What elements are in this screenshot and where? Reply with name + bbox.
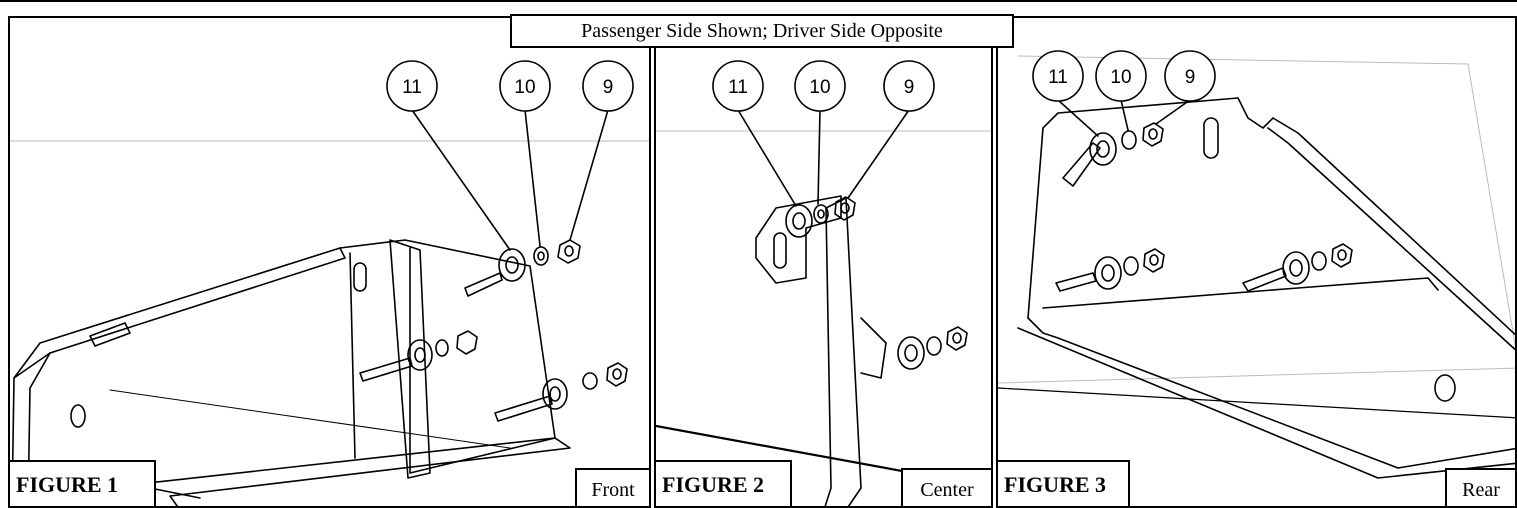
figure-2-panel: 11 10 9 FIGURE 2 Center xyxy=(654,16,993,508)
figure-1-callout-10: 10 xyxy=(514,77,535,98)
figure-1-callout-11: 11 xyxy=(402,77,422,98)
figure-1-view-label: Front xyxy=(575,468,649,506)
caption-banner: Passenger Side Shown; Driver Side Opposi… xyxy=(510,14,1014,48)
figure-3-callout-9: 9 xyxy=(1185,67,1196,88)
figure-3-view-label: Rear xyxy=(1445,468,1515,506)
figure-1-panel: 11 10 9 FIGURE 1 Front xyxy=(8,16,651,508)
figure-1-drawing: 11 10 9 xyxy=(10,60,649,506)
figure-2-callout-10: 10 xyxy=(809,77,830,98)
figure-2-title: FIGURE 2 xyxy=(656,460,792,506)
figure-1-title: FIGURE 1 xyxy=(10,460,156,506)
figure-2-callout-9: 9 xyxy=(904,77,915,98)
top-border-line xyxy=(0,0,1517,2)
figure-3-callout-10: 10 xyxy=(1110,67,1131,88)
figure-2-view-label: Center xyxy=(901,468,991,506)
figure-2-drawing: 11 10 9 xyxy=(656,60,991,506)
figure-3-drawing: 11 10 9 xyxy=(998,50,1515,479)
figure-1-callout-9: 9 xyxy=(603,77,614,98)
figure-3-title: FIGURE 3 xyxy=(998,460,1130,506)
figure-3-callout-11: 11 xyxy=(1048,67,1068,88)
figure-2-callout-11: 11 xyxy=(728,77,748,98)
figure-3-panel: 11 10 9 FIGURE 3 Rear xyxy=(996,16,1517,508)
